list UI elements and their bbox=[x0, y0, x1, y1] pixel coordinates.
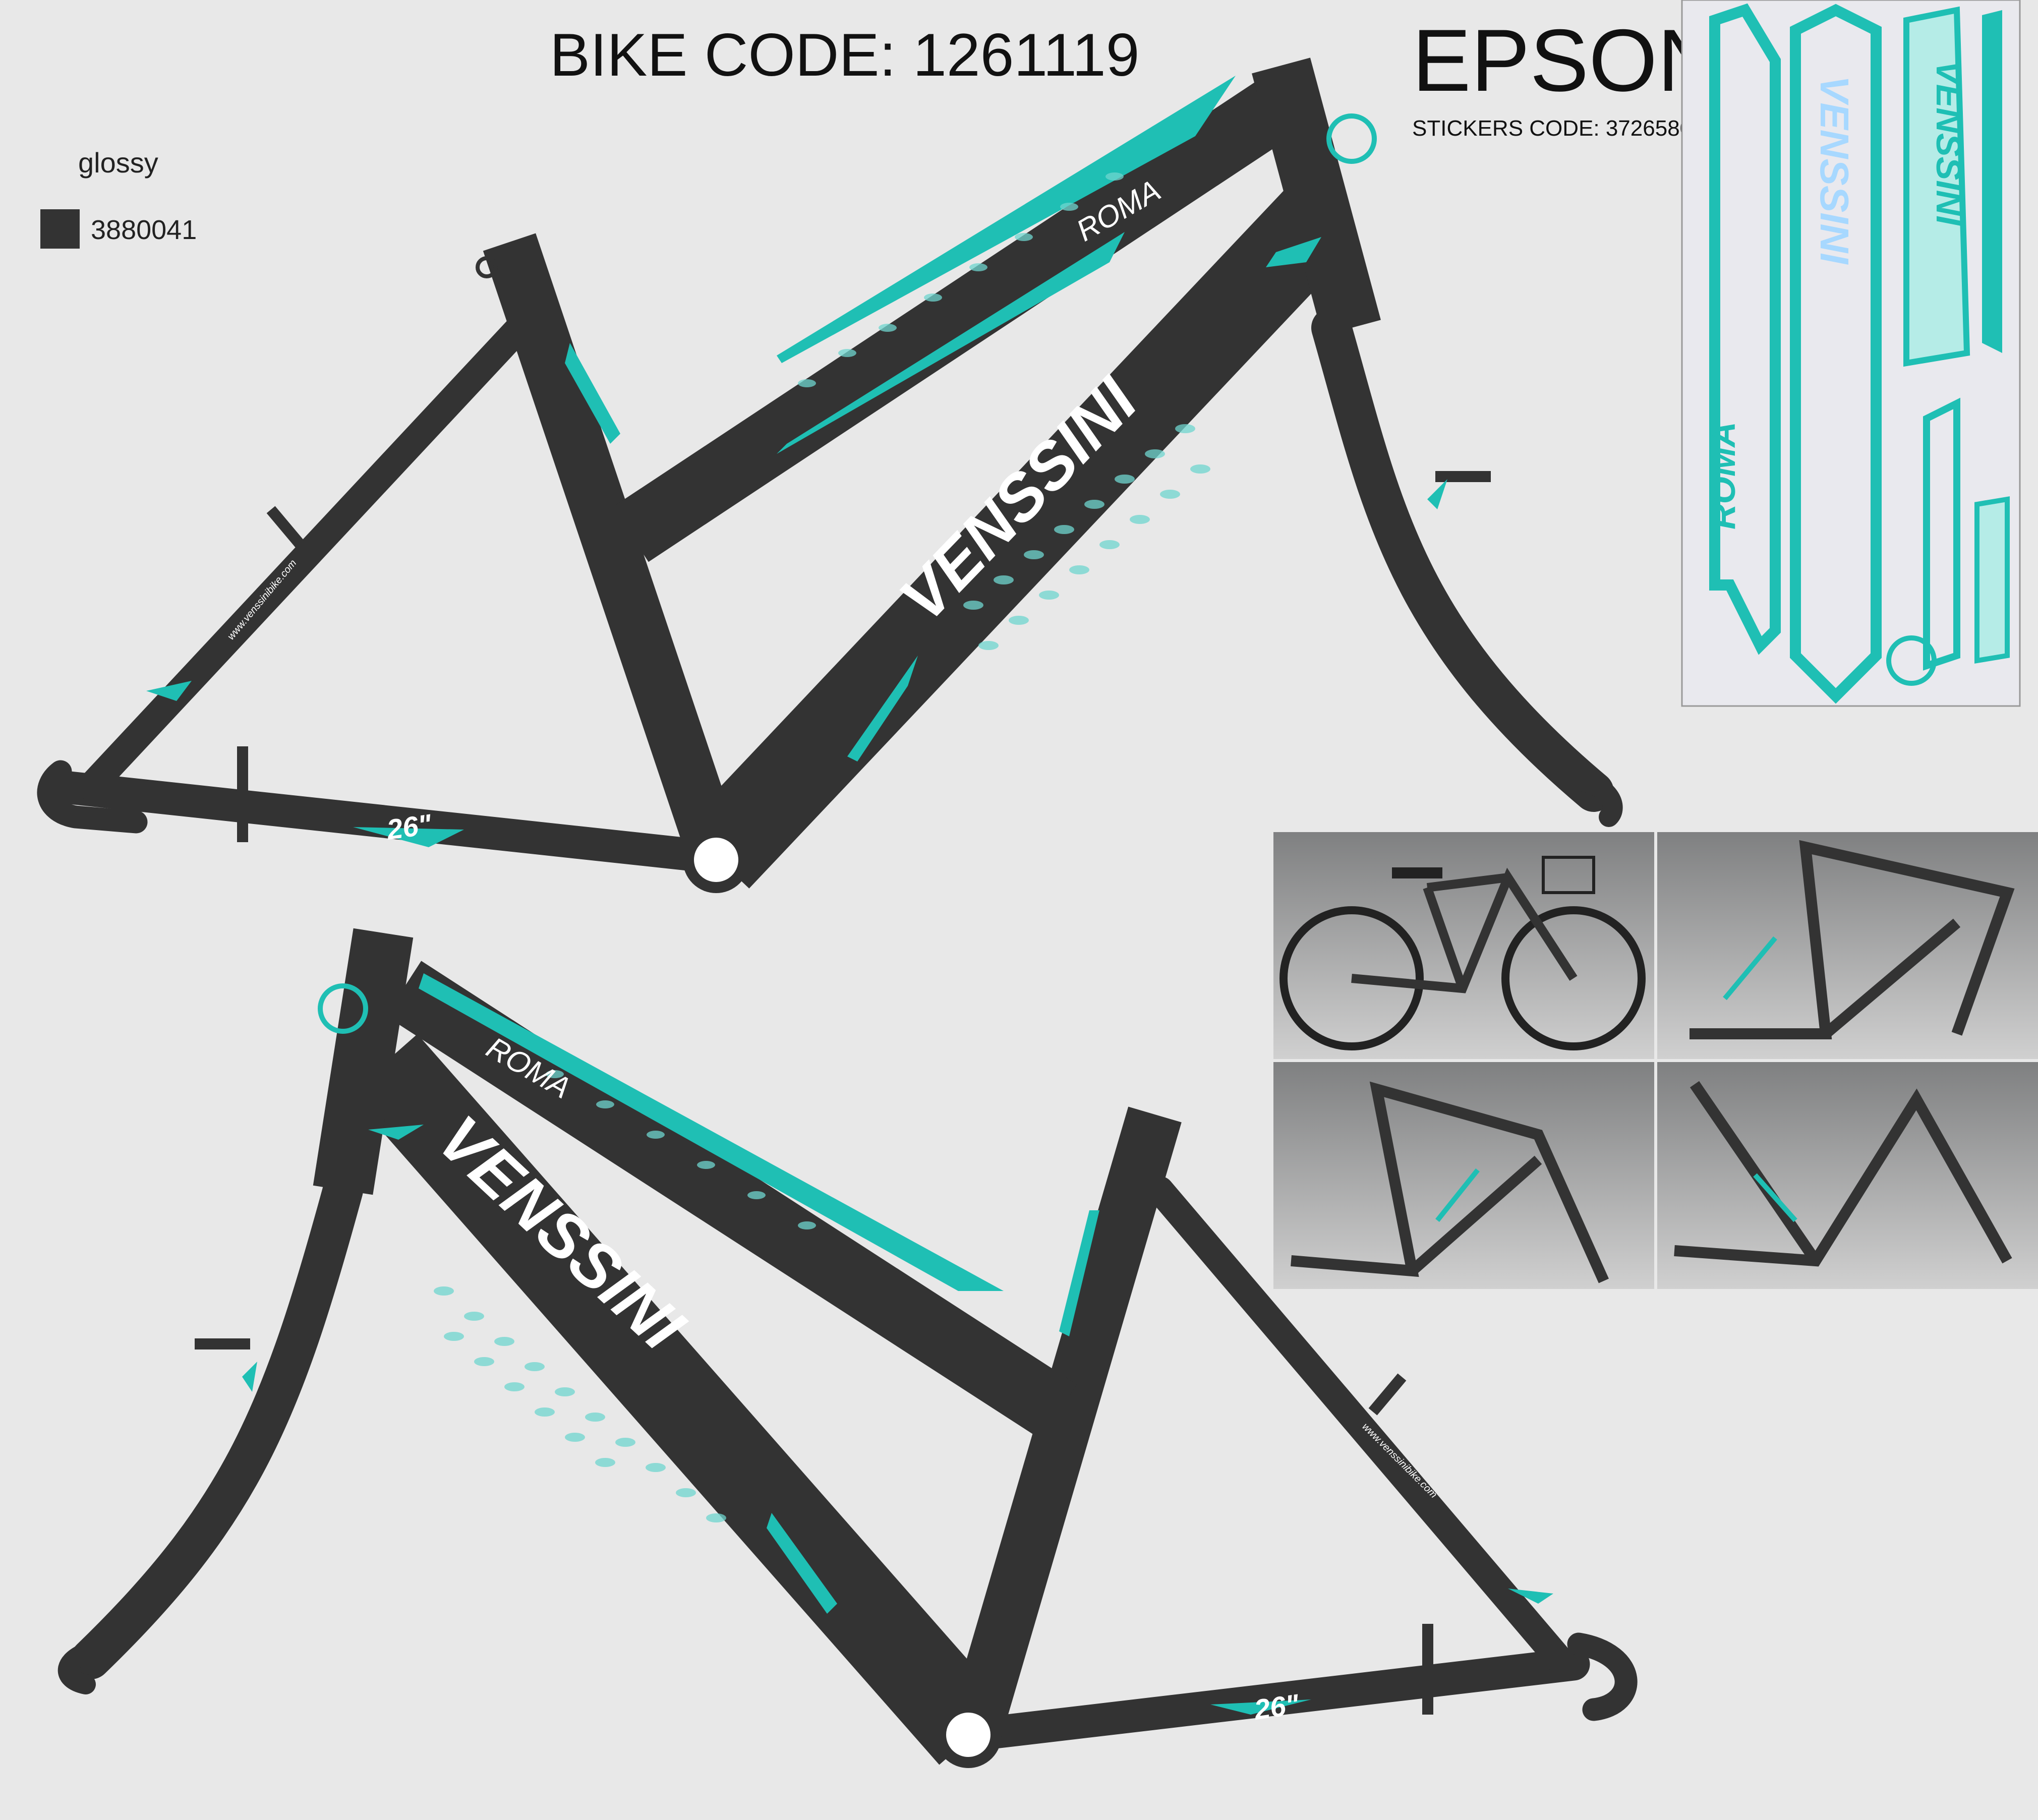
color-code-label: 3880041 bbox=[91, 215, 197, 245]
sticker-strip-6 bbox=[1974, 496, 2010, 664]
sticker-strip-3 bbox=[1903, 6, 1970, 367]
bike-code-label: BIKE CODE: 1261119 bbox=[550, 21, 1140, 89]
down-tube-accent bbox=[847, 656, 918, 761]
chain-stay-accent-b bbox=[1210, 1699, 1311, 1715]
down-tube bbox=[683, 186, 1355, 889]
bracket-3 bbox=[1435, 471, 1491, 482]
down-tube-accent-b bbox=[767, 1513, 837, 1614]
top-tube-b bbox=[385, 961, 1077, 1440]
front-dropout-b bbox=[57, 1639, 106, 1694]
bracket-b3 bbox=[195, 1338, 250, 1349]
bottom-bracket bbox=[683, 827, 749, 893]
finish-label: glossy bbox=[78, 147, 158, 179]
seat-stay-b bbox=[1146, 1176, 1578, 1678]
top-tube bbox=[612, 73, 1304, 562]
sticker-model-text: ROMA bbox=[1703, 422, 1742, 530]
seat-stay-accent bbox=[146, 681, 192, 701]
down-tube-tip-accent bbox=[1266, 237, 1321, 267]
bracket-2 bbox=[266, 506, 305, 548]
head-tube bbox=[1252, 57, 1381, 336]
preview-full-bike bbox=[1273, 832, 1654, 1059]
wheel-size-decal-top: 26" bbox=[384, 808, 434, 846]
fork-accent bbox=[1427, 479, 1447, 509]
top-tube-decal-band-b bbox=[419, 973, 1004, 1291]
chain-stay bbox=[44, 770, 733, 874]
render-previews bbox=[1273, 832, 2038, 1289]
top-tube-accent bbox=[777, 232, 1125, 454]
stickers-code-label: STICKERS CODE: 3726580 bbox=[1412, 116, 1693, 141]
front-dropout bbox=[1574, 772, 1623, 827]
sticker-strip-2 bbox=[1790, 4, 1882, 704]
bolt-1 bbox=[476, 256, 498, 278]
down-tube-b bbox=[349, 1034, 1008, 1765]
fork-b bbox=[71, 1170, 363, 1679]
sticker-brand-text-2: VENSSINI bbox=[1929, 61, 1968, 226]
sticker-sheet: VENSSINI VENSSINI ROMA bbox=[1681, 0, 2021, 707]
color-swatch bbox=[40, 209, 80, 249]
seat-stay-accent-b bbox=[1508, 1589, 1553, 1604]
fork-accent-b bbox=[242, 1362, 257, 1392]
fork bbox=[1311, 308, 1614, 812]
seat-tube-accent bbox=[565, 343, 620, 444]
sticker-strip-4 bbox=[1982, 10, 2002, 353]
head-badge-icon-b bbox=[318, 983, 368, 1034]
head-tube-b bbox=[313, 928, 414, 1195]
chain-stay-accent bbox=[353, 827, 464, 847]
sticker-badge-icon bbox=[1886, 635, 1937, 686]
seat-tube-b bbox=[947, 1106, 1182, 1743]
website-decal-top: www.venssinibike.com bbox=[225, 558, 299, 642]
seat-tube bbox=[483, 233, 743, 866]
leaf-pattern-top bbox=[798, 172, 1210, 650]
sticker-strip-1 bbox=[1709, 3, 1781, 655]
head-badge-icon bbox=[1326, 113, 1377, 164]
rear-dropout bbox=[37, 760, 148, 834]
wheel-size-decal-bottom: 26" bbox=[1252, 1688, 1302, 1726]
seat-tube-accent-b bbox=[1059, 1210, 1099, 1336]
bracket-b2 bbox=[1368, 1373, 1407, 1416]
sticker-strip-5 bbox=[1923, 397, 1960, 671]
seat-stay bbox=[77, 314, 534, 801]
preview-frame-side bbox=[1657, 832, 2038, 1059]
chain-stay-b bbox=[957, 1648, 1590, 1751]
bracket-1 bbox=[237, 746, 248, 842]
bracket-b1 bbox=[1422, 1624, 1433, 1715]
rear-dropout-b bbox=[1567, 1632, 1638, 1721]
down-tube-tip-accent-b bbox=[368, 1125, 424, 1140]
printer-label: EPSON bbox=[1412, 12, 1721, 110]
sticker-brand-text: VENSSINI bbox=[1812, 76, 1857, 265]
frame-top: VENSSINI ROMA 26" www.venssinibike.com bbox=[37, 57, 1623, 893]
leaf-pattern-bottom bbox=[434, 1070, 816, 1522]
bottom-bracket-b bbox=[935, 1701, 1002, 1768]
top-tube-decal-band bbox=[777, 76, 1236, 363]
